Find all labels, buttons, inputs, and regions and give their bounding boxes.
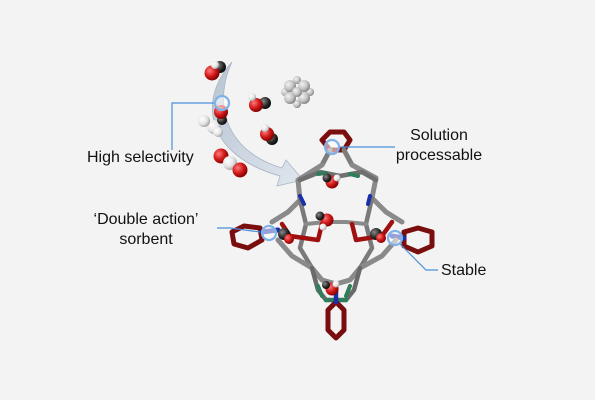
water-molecule-3 bbox=[260, 124, 278, 145]
callout-stable bbox=[386, 229, 438, 271]
label-stable: Stable bbox=[441, 262, 487, 279]
label-double-action-sorbent: ‘Double action’ sorbent bbox=[82, 210, 210, 250]
label-solution-processable: Solution processable bbox=[394, 126, 484, 166]
callout-high-selectivity bbox=[171, 94, 231, 150]
callout-solution-processable bbox=[323, 138, 395, 156]
guest-water-middle bbox=[315, 211, 334, 231]
guest-left-pocket bbox=[278, 228, 294, 244]
water-molecule-1 bbox=[204, 61, 226, 81]
water-molecule-2 bbox=[248, 93, 271, 112]
label-solution-processable-line2: processable bbox=[395, 147, 483, 164]
co2-molecule bbox=[213, 148, 248, 178]
guest-water-top bbox=[322, 173, 341, 189]
guest-water-bottom bbox=[322, 280, 340, 296]
label-high-selectivity: High selectivity bbox=[87, 149, 194, 166]
guest-right-pocket bbox=[370, 228, 386, 243]
label-double-action-line2: sorbent bbox=[119, 231, 173, 248]
benzene-molecule bbox=[281, 76, 314, 108]
label-solution-processable-line1: Solution bbox=[410, 127, 468, 144]
label-double-action-line1: ‘Double action’ bbox=[93, 211, 199, 228]
callout-double-action bbox=[217, 224, 278, 242]
